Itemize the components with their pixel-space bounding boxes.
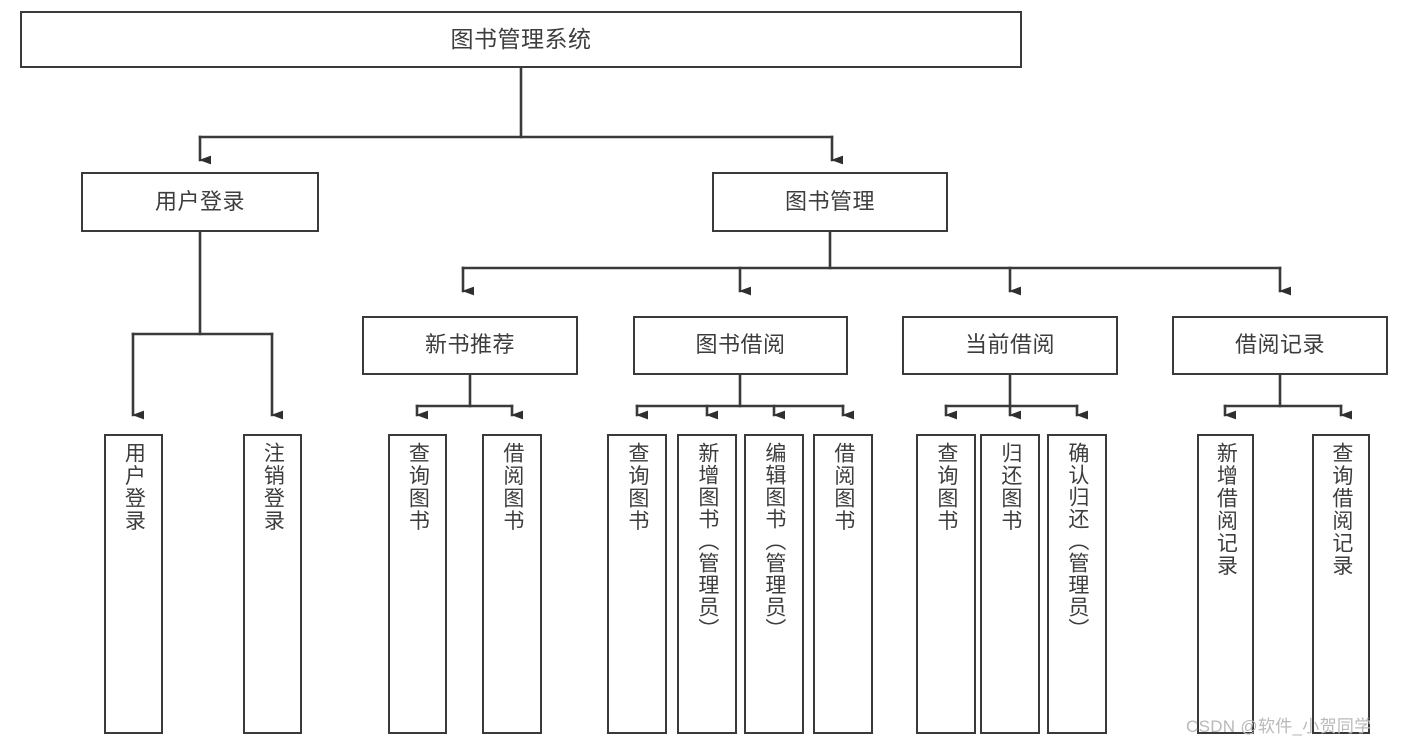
node-label: 图书借阅 [695, 332, 786, 358]
leaf-borrow-edit-book-admin[interactable]: 编辑图书（管理员） [744, 434, 804, 734]
node-current-borrow[interactable]: 当前借阅 [902, 316, 1118, 375]
leaf-record-add-record[interactable]: 新增借阅记录 [1197, 434, 1254, 734]
node-user-login[interactable]: 用户登录 [81, 172, 319, 232]
leaf-user-login-logout[interactable]: 注销登录 [243, 434, 302, 734]
node-label: 编辑图书（管理员） [762, 442, 786, 640]
node-label: 查询图书 [625, 442, 649, 532]
leaf-current-return-book[interactable]: 归还图书 [980, 434, 1040, 734]
node-label: 图书管理 [784, 188, 875, 214]
node-label: 新增借阅记录 [1214, 442, 1238, 577]
leaf-borrow-query-book[interactable]: 查询图书 [607, 434, 667, 734]
node-label: 借阅图书 [831, 442, 855, 532]
node-label: 用户登录 [122, 442, 146, 532]
node-label: 确认归还（管理员） [1065, 442, 1089, 640]
node-label: 归还图书 [998, 442, 1022, 532]
node-label: 查询图书 [934, 442, 958, 532]
node-new-book-recommend[interactable]: 新书推荐 [362, 316, 578, 375]
node-label: 新书推荐 [424, 332, 515, 358]
node-book-management[interactable]: 图书管理 [712, 172, 948, 232]
leaf-borrow-borrow-book[interactable]: 借阅图书 [813, 434, 873, 734]
leaf-user-login-login[interactable]: 用户登录 [104, 434, 163, 734]
leaf-recommend-borrow-book[interactable]: 借阅图书 [482, 434, 542, 734]
leaf-current-query-book[interactable]: 查询图书 [916, 434, 976, 734]
node-book-borrow[interactable]: 图书借阅 [633, 316, 848, 375]
node-root-system[interactable]: 图书管理系统 [20, 11, 1022, 68]
leaf-current-confirm-return-admin[interactable]: 确认归还（管理员） [1047, 434, 1107, 734]
leaf-record-query-record[interactable]: 查询借阅记录 [1312, 434, 1370, 734]
watermark: CSDN @软件_小贺同学 [1186, 717, 1372, 736]
node-label: 借阅图书 [500, 442, 524, 532]
node-borrow-record[interactable]: 借阅记录 [1172, 316, 1388, 375]
node-label: 用户登录 [154, 188, 245, 214]
node-label: 当前借阅 [964, 332, 1055, 358]
leaf-borrow-add-book-admin[interactable]: 新增图书（管理员） [677, 434, 737, 734]
node-label: 注销登录 [261, 442, 285, 532]
node-label: 查询图书 [406, 442, 430, 532]
node-label: 新增图书（管理员） [695, 442, 719, 640]
node-label: 查询借阅记录 [1329, 442, 1353, 577]
leaf-recommend-query-book[interactable]: 查询图书 [388, 434, 447, 734]
node-label: 借阅记录 [1234, 332, 1325, 358]
node-label: 图书管理系统 [450, 25, 592, 52]
